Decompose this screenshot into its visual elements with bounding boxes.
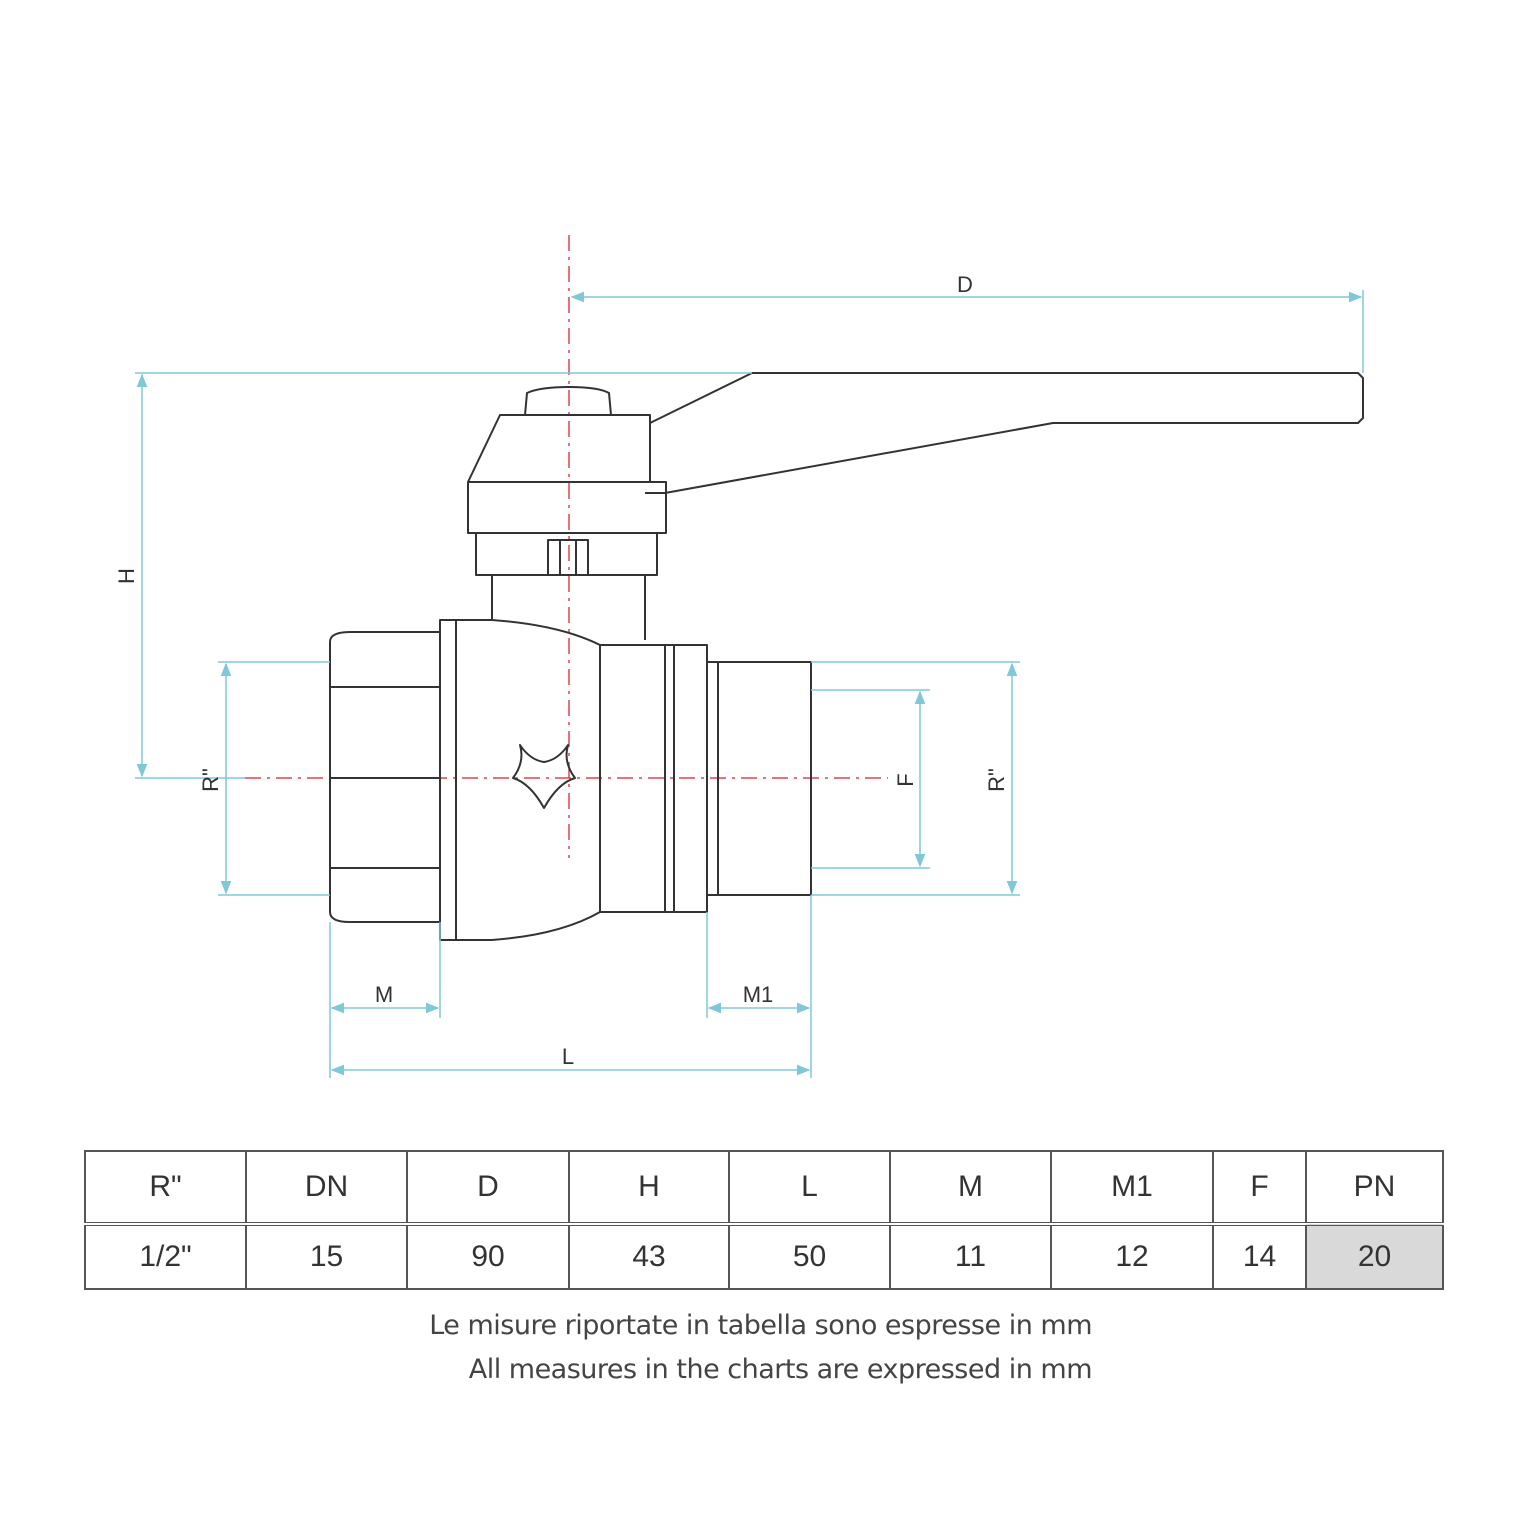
header-cell-R: R" bbox=[84, 1150, 247, 1226]
header-cell-M: M bbox=[889, 1150, 1052, 1226]
lever-handle bbox=[645, 372, 1364, 494]
valve-body bbox=[455, 619, 666, 941]
header-cell-DN: DN bbox=[245, 1150, 408, 1226]
table-header-row: R" DN D H L M M1 F PN bbox=[84, 1150, 1444, 1226]
flow-indicator bbox=[512, 744, 576, 809]
header-cell-PN: PN bbox=[1305, 1150, 1444, 1226]
cell-L: 50 bbox=[728, 1223, 891, 1290]
cell-DN: 15 bbox=[245, 1223, 408, 1290]
stem-neck bbox=[491, 575, 646, 640]
cap-nut bbox=[524, 386, 612, 416]
header-cell-L: L bbox=[728, 1150, 891, 1226]
cell-R: 1/2" bbox=[84, 1223, 247, 1290]
label-R-right: R" bbox=[984, 768, 1009, 792]
dimensions-table: R" DN D H L M M1 F PN 1/2" 15 90 43 50 1… bbox=[84, 1150, 1444, 1290]
centerlines bbox=[245, 235, 888, 858]
units-note-english: All measures in the charts are expressed… bbox=[468, 1354, 1093, 1385]
table-row: 1/2" 15 90 43 50 11 12 14 20 bbox=[84, 1223, 1444, 1290]
label-F: F bbox=[893, 773, 918, 786]
cell-M1: 12 bbox=[1050, 1223, 1214, 1290]
dimension-labels: D H R" F R" M M1 L bbox=[114, 272, 1009, 1069]
label-R-left: R" bbox=[198, 768, 223, 792]
header-cell-M1: M1 bbox=[1050, 1150, 1214, 1226]
valve-outline bbox=[329, 372, 1364, 941]
dimension-lines bbox=[135, 290, 1364, 1078]
cell-F: 14 bbox=[1212, 1223, 1307, 1290]
header-cell-H: H bbox=[568, 1150, 730, 1226]
units-note-italian: Le misure riportate in tabella sono espr… bbox=[429, 1310, 1092, 1341]
handle-hub bbox=[467, 414, 651, 483]
header-cell-D: D bbox=[406, 1150, 570, 1226]
label-D: D bbox=[957, 272, 973, 297]
valve-technical-drawing: D H R" F R" M M1 L bbox=[114, 235, 1364, 1078]
label-M: M bbox=[375, 982, 393, 1007]
cell-PN: 20 bbox=[1305, 1223, 1444, 1290]
label-H: H bbox=[114, 568, 139, 584]
label-L: L bbox=[562, 1044, 574, 1069]
header-cell-F: F bbox=[1212, 1150, 1307, 1226]
male-end-thread bbox=[706, 661, 812, 896]
cell-D: 90 bbox=[406, 1223, 570, 1290]
label-M1: M1 bbox=[743, 982, 774, 1007]
cell-H: 43 bbox=[568, 1223, 730, 1290]
cell-M: 11 bbox=[889, 1223, 1052, 1290]
